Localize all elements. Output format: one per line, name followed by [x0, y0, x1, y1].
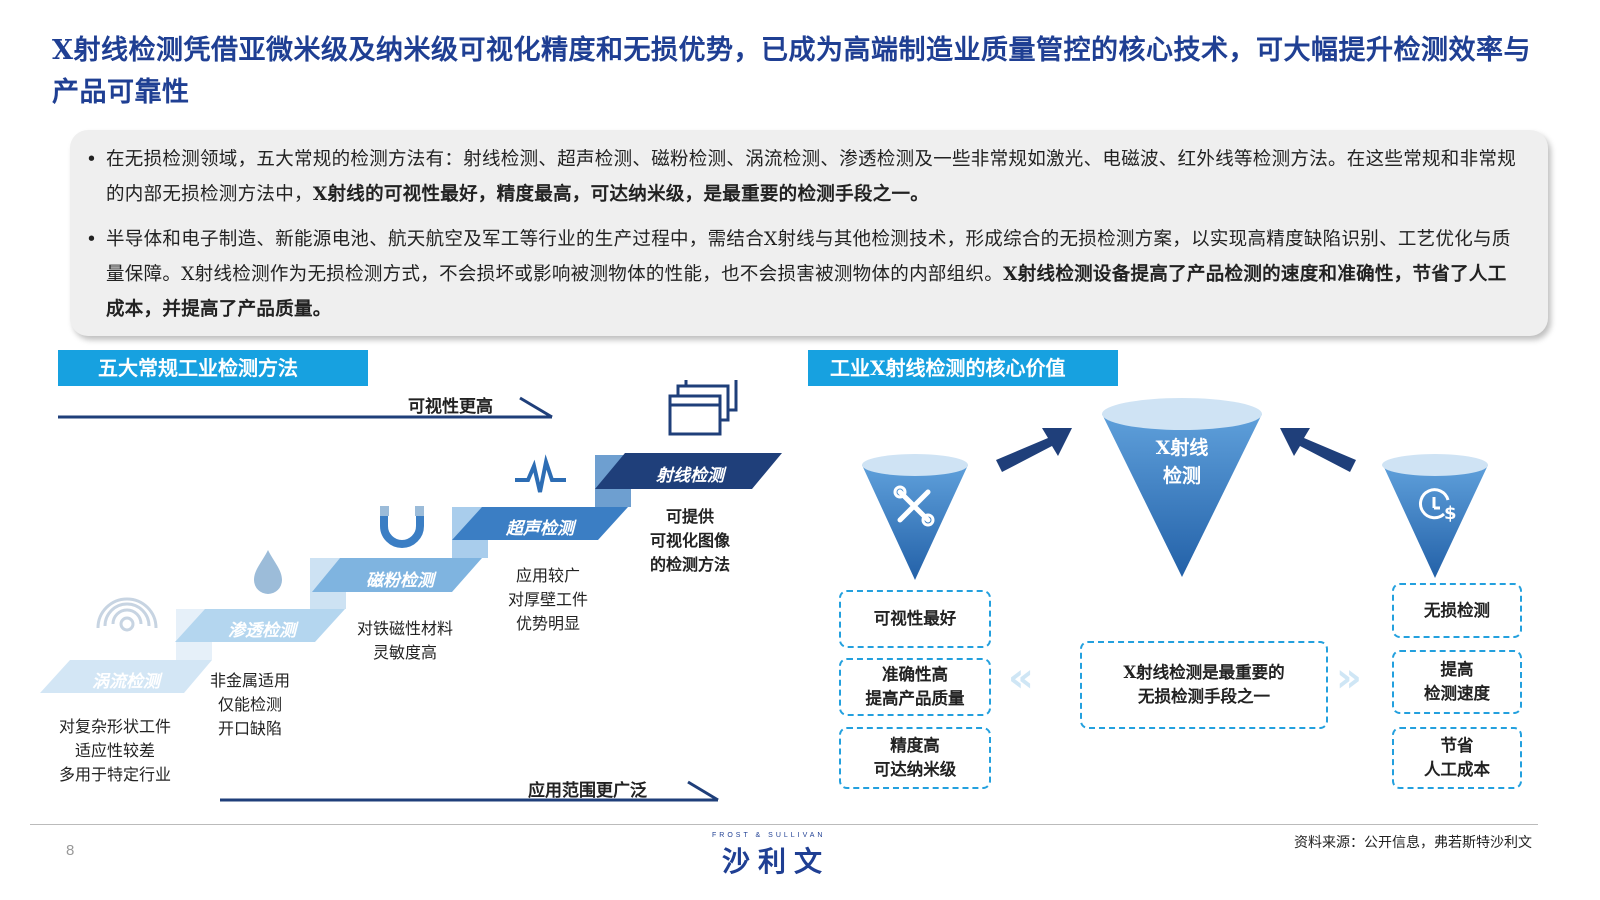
summary-bullet-2: 半导体和电子制造、新能源电池、航天航空及军工等行业的生产过程中，需结合X射线与其… — [82, 222, 1524, 327]
step-1-caption: 对复杂形状工件 适应性较差 多用于特定行业 — [58, 717, 171, 784]
summary-bullet-1: 在无损检测领域，五大常规的检测方法有：射线检测、超声检测、磁粉检测、涡流检测、渗… — [82, 142, 1524, 212]
step-2-caption: 非金属适用 仅能检测 开口缺陷 — [209, 671, 290, 738]
bullet-1-text: 在无损检测领域，五大常规的检测方法有：射线检测、超声检测、磁粉检测、涡流检测、渗… — [106, 149, 1517, 205]
page-number: 8 — [66, 842, 75, 859]
step-5-label: 射线检测 — [656, 466, 724, 486]
bullet-2-emphasis: X射线检测设备提高了产品检测的速度和准确性，节省了人工成本，并提高了产品质量。 — [106, 264, 1507, 320]
magnet-icon — [380, 506, 424, 548]
right-funnel — [1382, 454, 1488, 578]
step-2-label: 渗透检测 — [228, 621, 296, 641]
step-3-platform — [312, 558, 482, 592]
top-arrow-label: 可视性更高 — [408, 397, 493, 417]
center-value-box: X射线检测是最重要的 无损检测手段之一 — [1080, 641, 1328, 729]
bullet-2-text: 半导体和电子制造、新能源电池、航天航空及军工等行业的生产过程中，需结合X射线与其… — [106, 229, 1511, 285]
left-chevron-icon: « — [1008, 655, 1034, 701]
step-4-caption: 应用较广 对厚壁工件 优势明显 — [507, 566, 588, 633]
funnel-diagram: $ — [862, 398, 1488, 580]
step-1-label: 涡流检测 — [92, 672, 160, 692]
center-funnel-text: X射线 检测 — [1155, 437, 1209, 487]
right-value-box-1: 无损检测 — [1392, 583, 1522, 638]
browser-windows-icon — [668, 380, 738, 436]
top-arrow — [58, 396, 553, 419]
right-to-center-arrow — [1280, 428, 1356, 472]
step-2-platform — [175, 609, 345, 642]
step-4-platform — [452, 507, 628, 540]
step-1-platform — [40, 660, 212, 693]
droplet-icon — [254, 550, 282, 594]
right-chevron-icon: » — [1336, 655, 1362, 701]
eddy-current-icon — [96, 597, 158, 632]
tools-icon — [893, 485, 935, 527]
summary-box: 在无损检测领域，五大常规的检测方法有：射线检测、超声检测、磁粉检测、涡流检测、渗… — [70, 130, 1548, 336]
left-value-box-3: 精度高 可达纳米级 — [839, 727, 991, 789]
source-note: 资料来源：公开信息，弗若斯特沙利文 — [1294, 835, 1532, 851]
step-5-platform — [595, 453, 782, 489]
pulse-wave-icon — [515, 454, 566, 493]
left-funnel — [862, 454, 968, 580]
left-value-box-1: 可视性最好 — [839, 590, 991, 648]
clock-dollar-icon: $ — [1419, 488, 1457, 524]
logo-wordmark: FROST & SULLIVAN — [712, 832, 826, 839]
center-funnel — [1102, 398, 1262, 577]
section-tag-value: 工业X射线检测的核心价值 — [808, 350, 1118, 386]
page-title: X射线检测凭借亚微米级及纳米级可视化精度和无损优势，已成为高端制造业质量管控的核… — [52, 35, 1531, 108]
logo-chinese: 沙利文 — [722, 845, 831, 878]
section-tag-methods: 五大常规工业检测方法 — [58, 350, 368, 386]
left-to-center-arrow — [996, 428, 1072, 472]
bottom-arrow — [220, 780, 719, 802]
step-5-caption: 可提供 可视化图像 的检测方法 — [649, 507, 730, 574]
bullet-1-emphasis: X射线的可视性最好，精度最高，可达纳米级，是最重要的检测手段之一。 — [312, 184, 930, 205]
step-3-caption: 对铁磁性材料 灵敏度高 — [356, 619, 453, 662]
step-4-label: 超声检测 — [506, 519, 574, 539]
footer-divider — [30, 824, 1538, 825]
svg-text:$: $ — [1444, 503, 1457, 524]
right-value-box-2: 提高 检测速度 — [1392, 650, 1522, 714]
staircase-diagram — [40, 380, 782, 802]
step-3-label: 磁粉检测 — [366, 571, 434, 591]
right-value-box-3: 节省 人工成本 — [1392, 727, 1522, 789]
left-value-box-2: 准确性高 提高产品质量 — [839, 658, 991, 716]
bottom-arrow-label: 应用范围更广泛 — [528, 781, 647, 801]
